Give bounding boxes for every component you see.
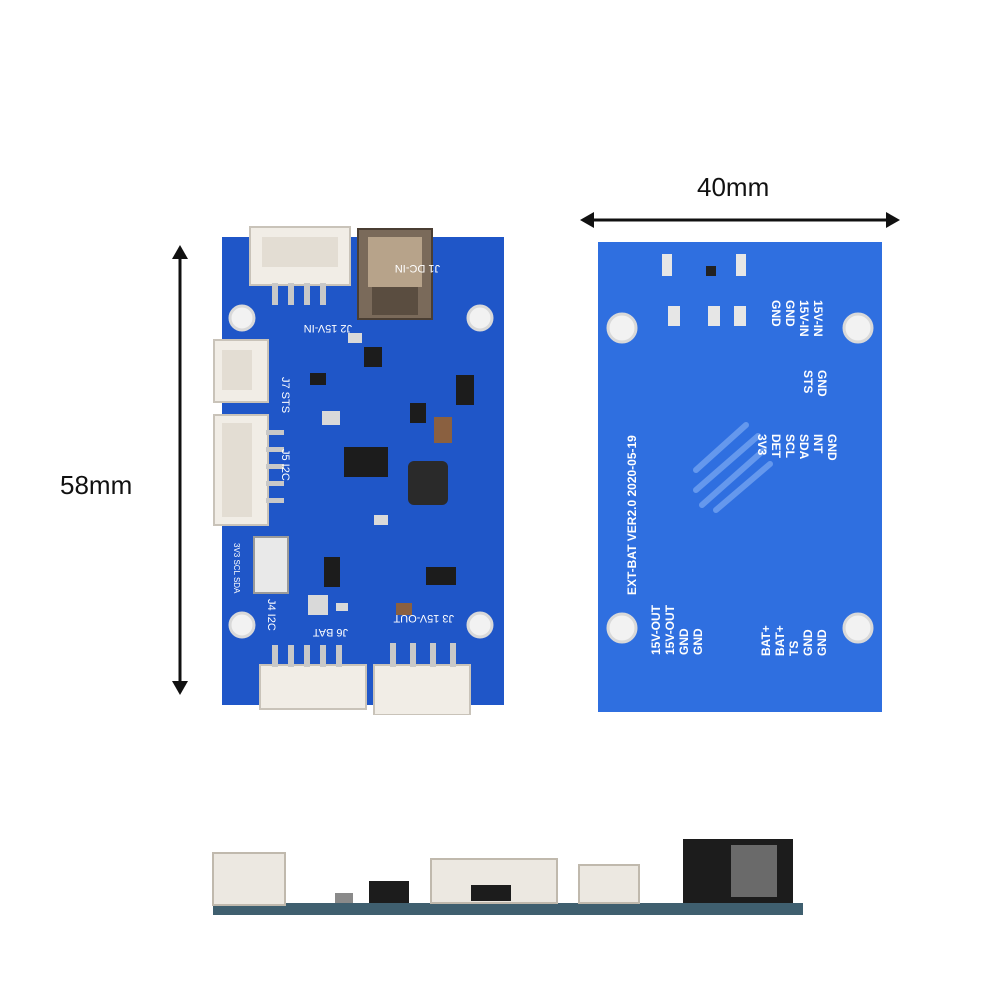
svg-text:15V-IN: 15V-IN bbox=[811, 300, 825, 337]
svg-text:DET: DET bbox=[769, 434, 783, 459]
svg-text:SDA: SDA bbox=[797, 434, 811, 460]
back-pcb-board: GND GND 15V-IN 15V-IN STS GND 3V3 DET SC… bbox=[598, 242, 882, 712]
svg-text:3V3: 3V3 bbox=[755, 434, 769, 456]
width-dimension-label: 40mm bbox=[697, 172, 770, 202]
j1-silk-label: J1 DC-IN bbox=[395, 262, 440, 274]
mounting-hole bbox=[606, 312, 638, 344]
side-connector-left bbox=[212, 852, 286, 906]
svg-text:GND: GND bbox=[769, 300, 783, 327]
inductor bbox=[408, 461, 448, 505]
j3-silk-label: J3 15V-OUT bbox=[393, 612, 454, 624]
height-dimension-arrow bbox=[172, 245, 188, 695]
svg-text:BAT+: BAT+ bbox=[759, 625, 773, 656]
svg-text:15V-OUT: 15V-OUT bbox=[663, 604, 677, 655]
svg-text:GND: GND bbox=[691, 628, 705, 655]
side-view-board bbox=[212, 839, 803, 915]
back-model-label: EXT-BAT VER2.0 2020-05-19 bbox=[625, 435, 639, 595]
svg-text:TS: TS bbox=[787, 641, 801, 656]
svg-text:GND: GND bbox=[783, 300, 797, 327]
back-top-pin-labels: GND GND 15V-IN 15V-IN bbox=[769, 300, 825, 337]
front-pcb-board: J1 DC-IN J2 15V-IN J7 STS J5 I2C 3V3 SCL… bbox=[213, 226, 504, 715]
mounting-hole bbox=[228, 611, 256, 639]
mounting-hole bbox=[466, 611, 494, 639]
svg-text:BAT+: BAT+ bbox=[773, 625, 787, 656]
back-sts-pin-labels: STS GND bbox=[801, 370, 829, 397]
svg-text:15V-IN: 15V-IN bbox=[797, 300, 811, 337]
svg-text:SCL: SCL bbox=[783, 434, 797, 458]
back-bat-pin-labels: BAT+ BAT+ TS GND GND bbox=[759, 625, 829, 656]
j7-silk-label: J7 STS bbox=[279, 377, 291, 413]
svg-text:STS: STS bbox=[801, 370, 815, 393]
svg-text:GND: GND bbox=[677, 628, 691, 655]
svg-text:GND: GND bbox=[801, 629, 815, 656]
side-connector-small bbox=[578, 864, 640, 904]
svg-text:GND: GND bbox=[825, 434, 839, 461]
back-i2c-pin-labels: 3V3 DET SCL SDA INT GND bbox=[755, 434, 839, 461]
j6-connector bbox=[259, 664, 367, 710]
back-out-pin-labels: 15V-OUT 15V-OUT GND GND bbox=[649, 604, 705, 655]
j3-connector bbox=[373, 664, 471, 715]
mounting-hole bbox=[466, 304, 494, 332]
j2-silk-label: J2 15V-IN bbox=[304, 322, 352, 334]
svg-text:15V-OUT: 15V-OUT bbox=[649, 604, 663, 655]
mounting-hole bbox=[842, 612, 874, 644]
mounting-hole bbox=[842, 312, 874, 344]
j4-silk-label: J4 I2C bbox=[265, 599, 277, 631]
width-dimension-arrow bbox=[580, 212, 900, 228]
mounting-hole bbox=[228, 304, 256, 332]
j5-silk-label: J5 I2C bbox=[279, 449, 291, 481]
j6-silk-label: J6 BAT bbox=[312, 626, 348, 638]
svg-text:GND: GND bbox=[815, 370, 829, 397]
svg-text:GND: GND bbox=[815, 629, 829, 656]
j4-fpc-connector bbox=[253, 536, 289, 594]
main-ic-chip bbox=[344, 447, 388, 477]
svg-text:INT: INT bbox=[811, 434, 825, 454]
mounting-hole bbox=[606, 612, 638, 644]
height-dimension-label: 58mm bbox=[60, 470, 133, 500]
fpc-silk-label: 3V3 SCL SDA bbox=[232, 543, 241, 594]
